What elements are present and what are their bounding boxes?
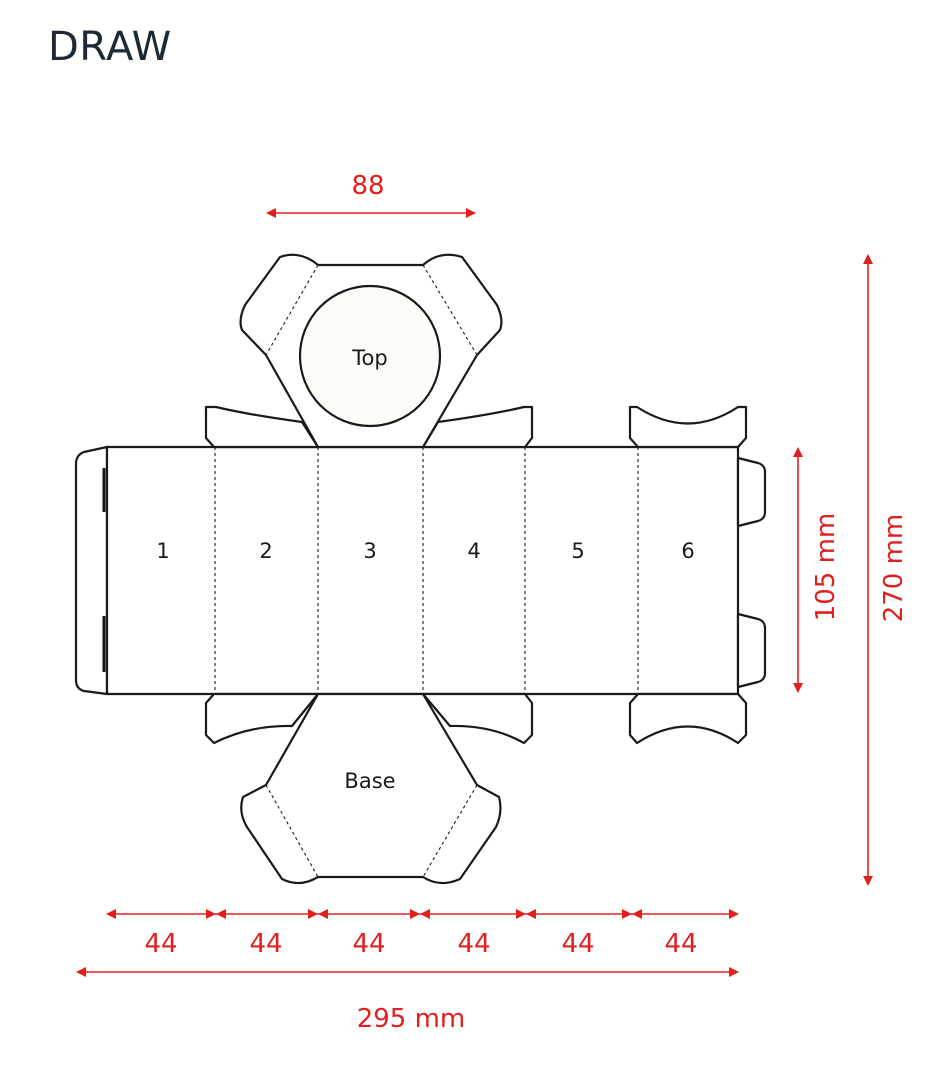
right-tab-top	[736, 456, 767, 528]
page-title: DRAW	[48, 24, 172, 70]
crescent-tab-bottom-2	[204, 692, 320, 745]
dim-panel-width-6: 44	[664, 929, 697, 959]
dim-top-width-label: 88	[351, 171, 384, 201]
dim-total-height-label: 270 mm	[879, 514, 909, 623]
panel-label-3: 3	[363, 539, 376, 563]
dim-total-width-label: 295 mm	[357, 1004, 466, 1034]
dimensions: 88 105 mm 270 mm	[76, 171, 909, 1034]
dim-total-width: 295 mm	[76, 967, 739, 1034]
right-tab-bottom	[736, 612, 767, 689]
dim-panel-width-5: 44	[561, 929, 594, 959]
dim-panel-height: 105 mm	[793, 447, 841, 693]
dim-top-width: 88	[266, 171, 476, 218]
fold-lines	[107, 264, 739, 878]
top-window	[298, 284, 442, 428]
dim-panel-width-4: 44	[457, 929, 490, 959]
dim-panel-widths: 44 44 44 44 44 44	[106, 909, 739, 959]
base-hexagon	[240, 692, 502, 885]
cut-lines	[74, 253, 767, 885]
crescent-tab-top-2	[204, 405, 320, 449]
panel-label-4: 4	[467, 539, 480, 563]
dim-panel-width-3: 44	[352, 929, 385, 959]
crescent-tab-top-6	[628, 405, 748, 449]
dim-panel-height-label: 105 mm	[811, 513, 841, 622]
dim-panel-width-1: 44	[144, 929, 177, 959]
top-label: Top	[351, 346, 387, 370]
glue-flap	[74, 445, 109, 696]
base-label: Base	[344, 769, 395, 793]
crescent-tab-bottom-4	[421, 692, 534, 745]
dim-total-height: 270 mm	[863, 254, 909, 886]
panel-label-2: 2	[259, 539, 272, 563]
crescent-tab-top-4	[421, 405, 534, 449]
panel-label-6: 6	[681, 539, 694, 563]
panel-label-5: 5	[571, 539, 584, 563]
panel-label-1: 1	[156, 539, 169, 563]
crescent-tab-bottom-6	[628, 692, 748, 745]
dim-panel-width-2: 44	[249, 929, 282, 959]
